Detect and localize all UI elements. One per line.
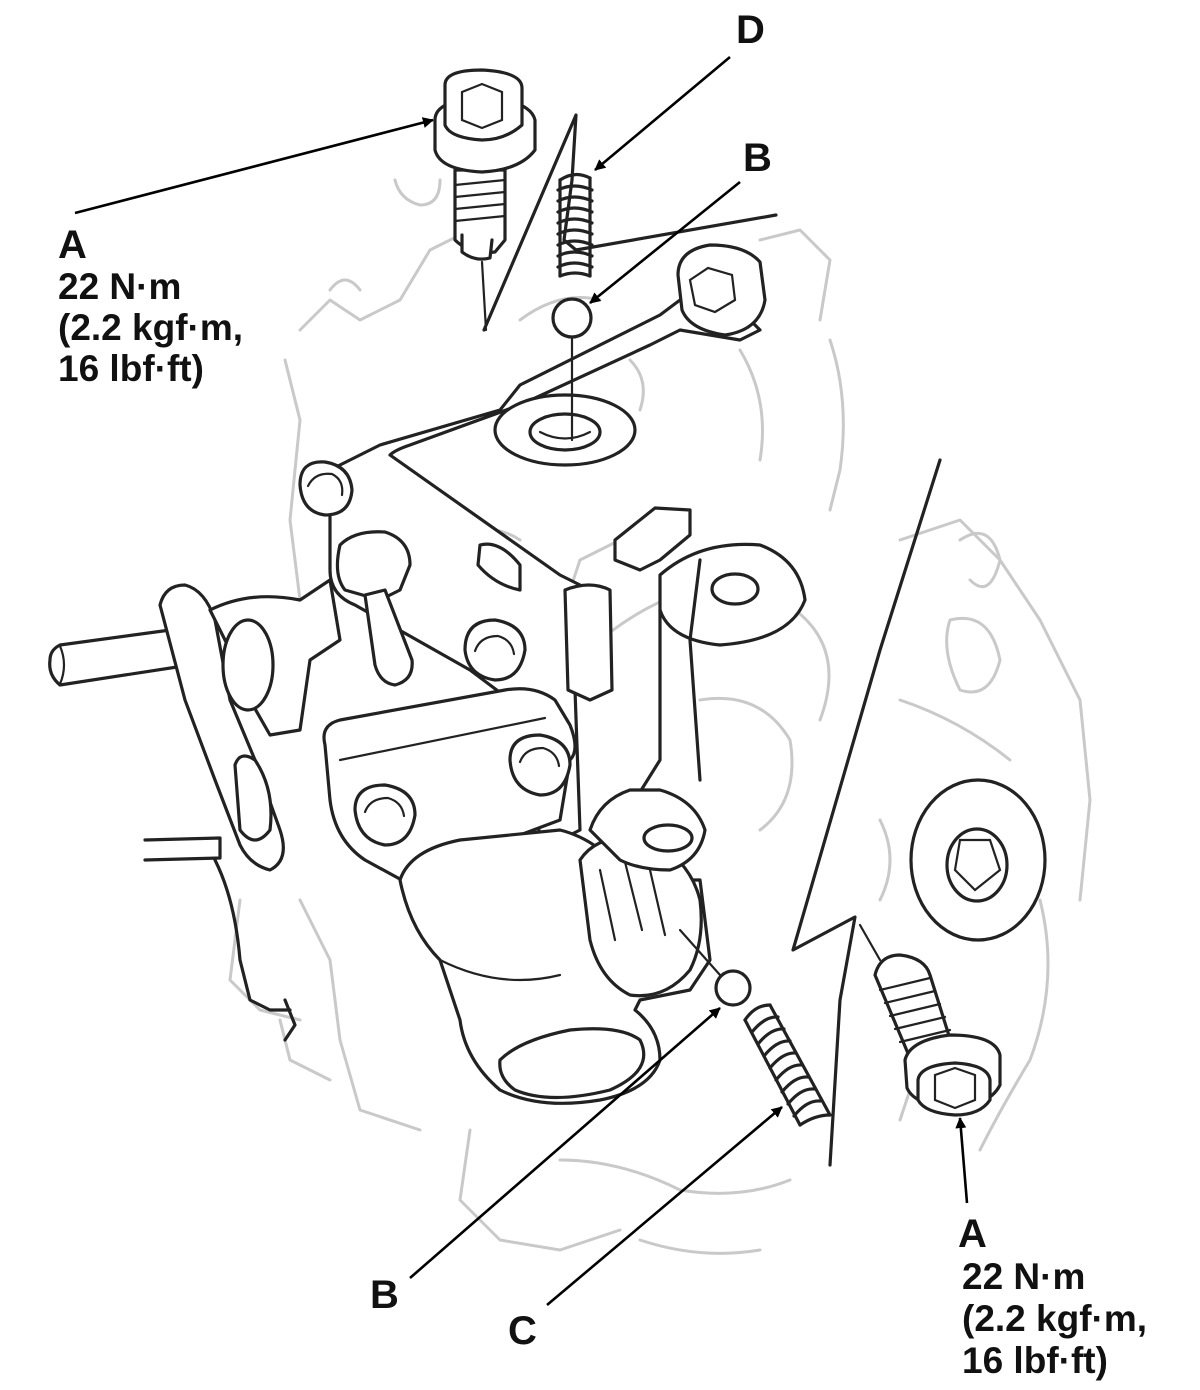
leader-lines	[74, 56, 969, 1306]
bracket-housing	[298, 288, 807, 842]
leader-d	[594, 56, 731, 171]
callout-a-top: A 22 N·m (2.2 kgf·m, 16 lbf·ft)	[58, 223, 243, 389]
callout-a-top-letter: A	[58, 223, 87, 267]
callout-a-top-torque-line-2: (2.2 kgf·m,	[58, 307, 243, 348]
shift-shaft-linkage	[48, 530, 527, 1042]
leader-a-top	[74, 117, 434, 215]
callout-a-bottom: A 22 N·m (2.2 kgf·m, 16 lbf·ft)	[958, 1212, 1147, 1381]
callout-a-top-torque-line-3: 16 lbf·ft)	[58, 348, 204, 389]
flange-bolt-housing	[676, 243, 767, 337]
leader-c	[546, 1106, 783, 1306]
leader-a-bottom	[955, 1117, 969, 1204]
case-bore-right	[909, 778, 1047, 942]
leader-b-bottom	[409, 1007, 721, 1279]
callout-a-bottom-torque-line-2: (2.2 kgf·m,	[962, 1298, 1147, 1339]
leader-b-top	[589, 180, 741, 305]
callout-a-bottom-torque-line-3: 16 lbf·ft)	[962, 1340, 1108, 1381]
callout-d-letter: D	[736, 8, 765, 52]
callout-c-letter: C	[508, 1309, 537, 1353]
callout-a-bottom-letter: A	[958, 1212, 987, 1256]
callout-a-top-torque-line-1: 22 N·m	[58, 266, 181, 307]
steel-ball-b-bottom	[678, 928, 752, 1007]
callout-a-bottom-torque-line-1: 22 N·m	[962, 1256, 1085, 1297]
detent-spring-d	[556, 172, 594, 278]
steel-ball-b-top	[551, 297, 593, 442]
callout-b-bottom-letter: B	[370, 1273, 399, 1317]
flange-bolt-a-bottom	[858, 923, 1002, 1117]
spring-c	[743, 1003, 832, 1127]
callout-b-top-letter: B	[743, 136, 772, 180]
flange-bolt-a-top	[433, 68, 537, 332]
solenoid-assembly	[322, 687, 712, 1105]
